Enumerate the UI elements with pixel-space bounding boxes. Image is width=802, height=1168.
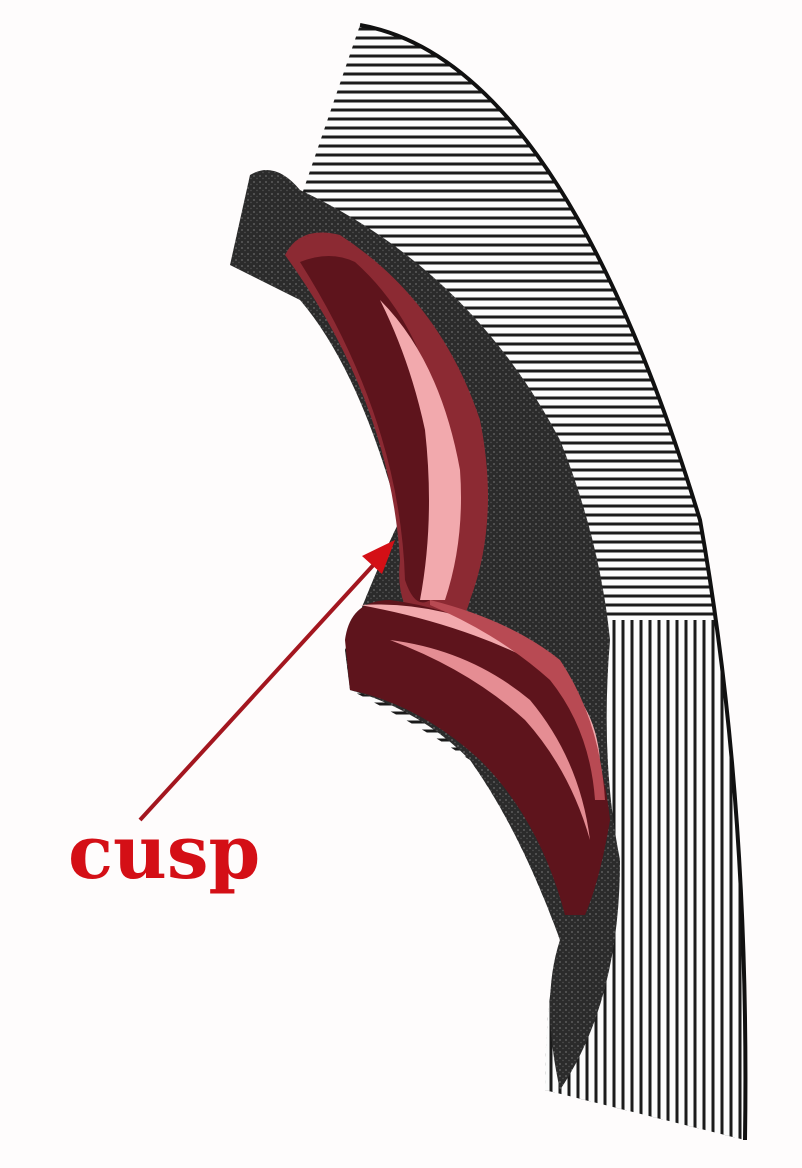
cusp-label: cusp — [68, 810, 260, 896]
